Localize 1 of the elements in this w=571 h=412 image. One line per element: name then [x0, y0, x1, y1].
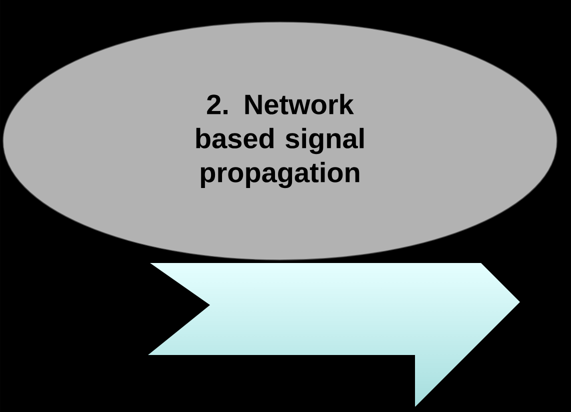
ellipse-node: 2. Network based signal propagation: [2, 22, 558, 260]
